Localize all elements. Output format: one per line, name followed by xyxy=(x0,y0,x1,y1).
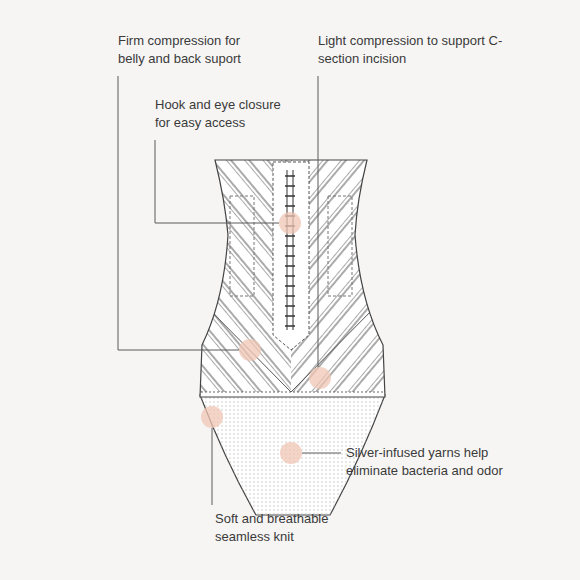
hook xyxy=(285,235,295,237)
hook xyxy=(285,285,295,287)
callout-label: Light compression to support C-section i… xyxy=(318,32,508,68)
hook xyxy=(285,275,295,277)
callout-dots xyxy=(201,212,331,464)
hook xyxy=(285,265,295,267)
leader-lines xyxy=(118,76,341,505)
callout-label: Soft and breathable seamless knit xyxy=(215,510,365,546)
hook xyxy=(285,175,295,177)
callout-label: Firm compression for belly and back supo… xyxy=(118,32,268,68)
hook xyxy=(285,245,295,247)
callout-label: Hook and eye closure for easy access xyxy=(155,96,290,132)
callout-label: Silver-infused yarns help eliminate bact… xyxy=(346,444,506,480)
hook xyxy=(285,315,295,317)
hook xyxy=(285,185,295,187)
hook xyxy=(285,325,295,327)
hook xyxy=(285,205,295,207)
hook xyxy=(285,195,295,197)
hook xyxy=(285,305,295,307)
hook xyxy=(285,255,295,257)
hook xyxy=(285,295,295,297)
